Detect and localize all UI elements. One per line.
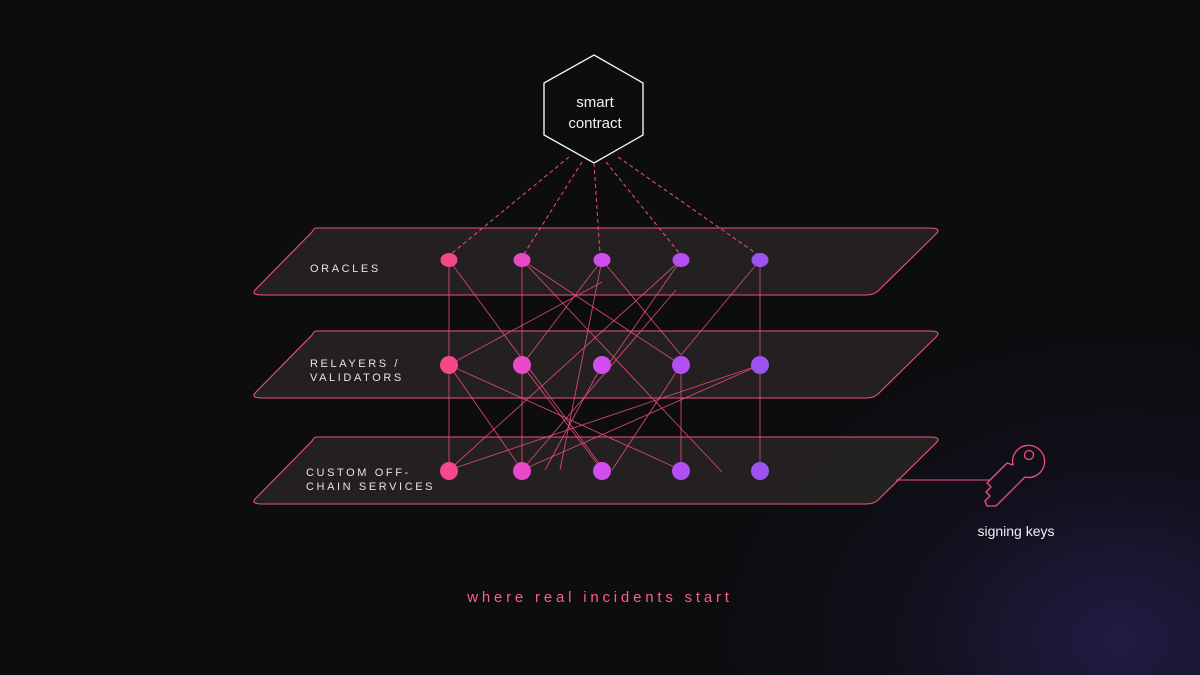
connector-line	[593, 162, 601, 255]
edge-line	[607, 259, 682, 366]
node-layer2-col2	[513, 356, 531, 374]
signing-keys-label: signing keys	[977, 523, 1055, 539]
node-layer2-col5	[751, 356, 769, 374]
edge-line	[448, 364, 682, 471]
connector-line	[450, 156, 570, 255]
edge-line	[521, 259, 682, 366]
edge-line	[544, 364, 603, 471]
network-edges	[448, 259, 761, 473]
key-icon	[984, 444, 1046, 507]
network-nodes	[440, 253, 769, 480]
layer-label-custom-services: CUSTOM OFF- CHAIN SERVICES	[306, 467, 436, 493]
caption-text: where real incidents start	[467, 589, 733, 606]
node-layer3-col1	[440, 462, 458, 480]
layer-label-oracles: ORACLES	[310, 263, 381, 275]
edge-line	[521, 364, 761, 471]
contract-connectors	[450, 156, 758, 255]
edge-line	[559, 259, 603, 471]
node-layer3-col5	[751, 462, 769, 480]
node-layer1-col2	[513, 253, 531, 267]
edge-line	[521, 364, 603, 471]
node-layer2-col3	[593, 356, 611, 374]
connector-line	[617, 156, 758, 255]
node-layer3-col2	[513, 462, 531, 480]
node-layer3-col3	[593, 462, 611, 480]
edge-line	[448, 364, 523, 471]
connector-line	[605, 161, 681, 255]
edge-line	[680, 259, 761, 356]
node-layer1-col3	[593, 253, 611, 267]
edge-line	[448, 281, 603, 366]
node-layer1-col4	[672, 253, 690, 267]
node-layer3-col4	[672, 462, 690, 480]
smart-contract-label: smart contract	[568, 94, 622, 132]
node-layer1-col1	[440, 253, 458, 267]
edge-line	[601, 259, 682, 356]
edge-line	[448, 259, 682, 471]
layer-label-relayers-validators: RELAYERS / VALIDATORS	[310, 358, 404, 384]
node-layer1-col5	[751, 253, 769, 267]
edge-line	[611, 364, 682, 471]
edge-line	[448, 364, 761, 471]
node-layer2-col4	[672, 356, 690, 374]
edge-line	[521, 289, 677, 471]
edge-line	[521, 259, 603, 366]
node-layer2-col1	[440, 356, 458, 374]
edge-line	[521, 259, 723, 473]
